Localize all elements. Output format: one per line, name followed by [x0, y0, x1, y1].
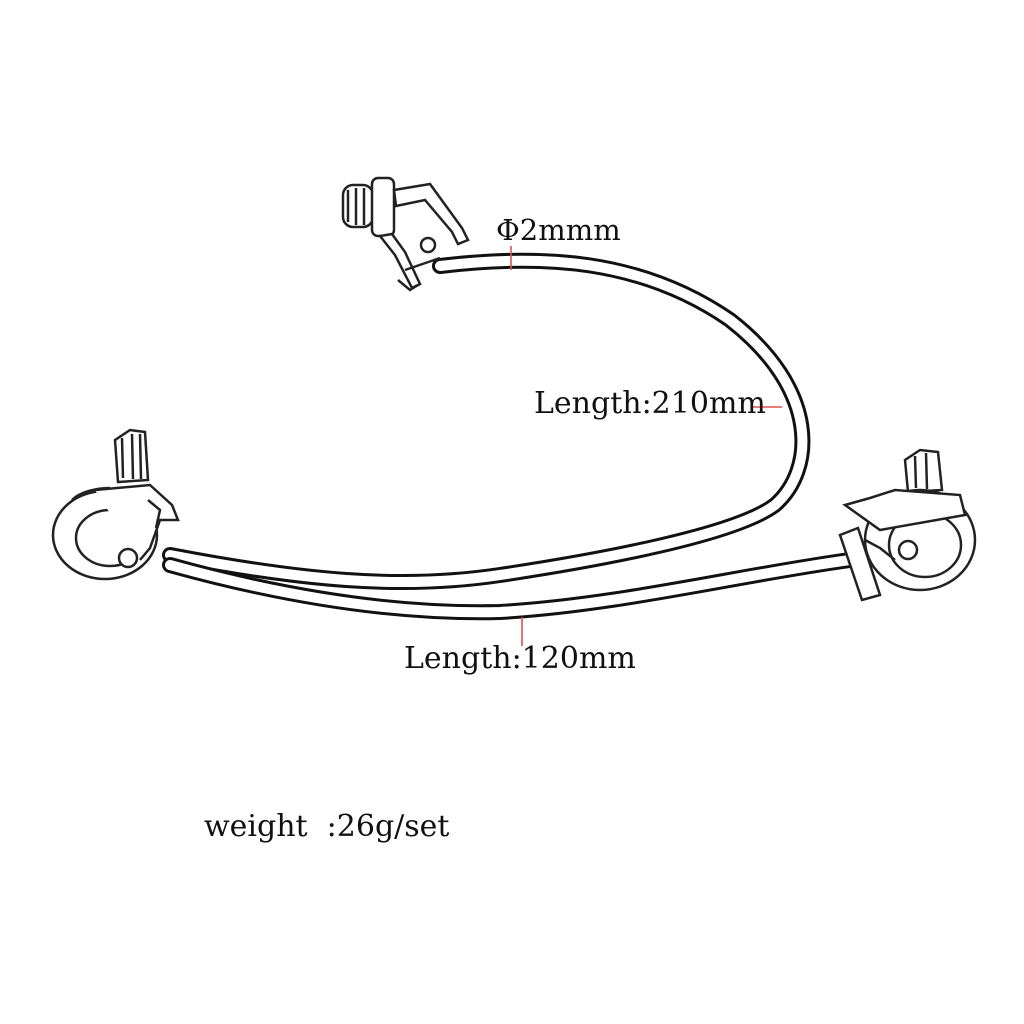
right-potentiometer — [838, 448, 977, 602]
length-210-label: Length:210mm — [534, 386, 766, 421]
left-potentiometer — [51, 428, 180, 581]
length-120-label: Length:120mm — [404, 641, 636, 676]
output-jack — [341, 176, 470, 292]
short-wire — [162, 552, 858, 621]
callout-lines — [510, 246, 782, 646]
long-wire — [162, 252, 811, 591]
diameter-label: Φ2mmm — [496, 213, 621, 247]
weight-label: weight :26g/set — [204, 809, 450, 844]
